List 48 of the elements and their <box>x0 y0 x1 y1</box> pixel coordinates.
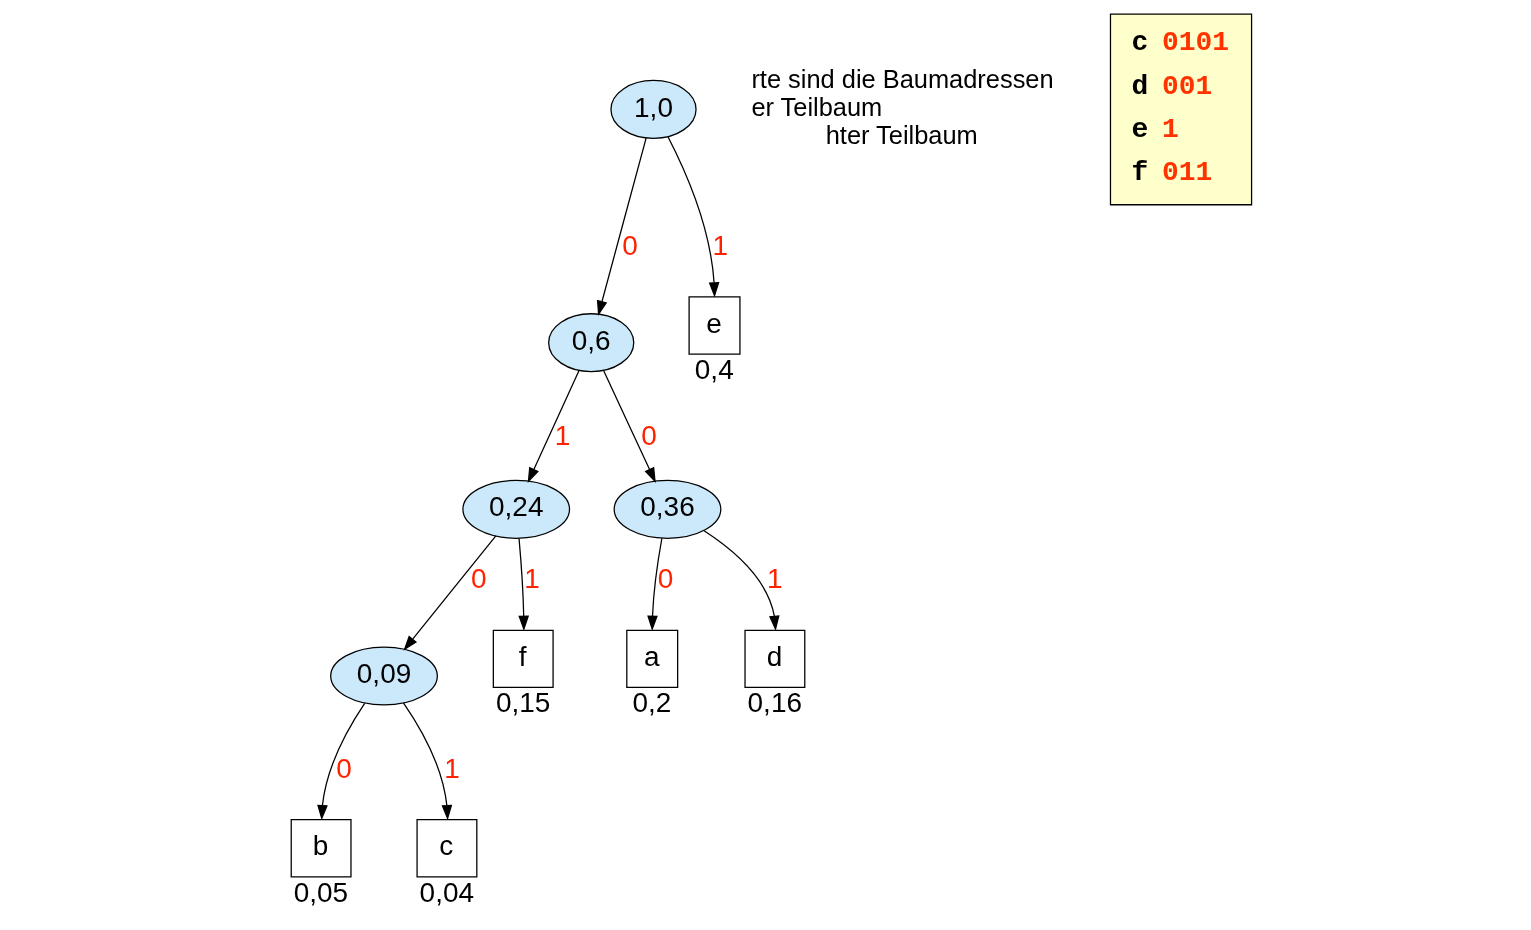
node-box: a <box>625 629 678 688</box>
node-box: c <box>415 818 477 877</box>
node-label: 0,05 <box>293 876 348 908</box>
label: c <box>1130 26 1148 58</box>
node-box: b <box>290 818 352 877</box>
edge-label: 0 <box>657 562 673 594</box>
node-label: 0,2 <box>632 686 671 718</box>
label: er Teilbaum <box>750 92 882 121</box>
node-ellipse: 1,0 <box>609 79 697 139</box>
edge-label: 0 <box>640 418 657 450</box>
label: 011 <box>1161 156 1212 188</box>
edge-label: 1 <box>523 562 540 594</box>
arrow <box>527 369 580 483</box>
label: e <box>1130 113 1148 145</box>
label: 001 <box>1161 70 1212 102</box>
arrow <box>402 701 452 820</box>
arrow <box>517 537 529 631</box>
label: 1 <box>1161 113 1179 145</box>
edge-label: 0 <box>335 752 352 784</box>
edge-label: 1 <box>766 562 783 594</box>
edge-label: 1 <box>554 418 570 450</box>
node-label: 0,04 <box>419 876 474 908</box>
arrow <box>602 369 656 483</box>
node-ellipse: 0,6 <box>547 312 634 372</box>
node-ellipse: 0,09 <box>329 645 438 706</box>
node-box: f <box>492 629 554 688</box>
arrow <box>316 702 365 820</box>
label: rte sind die Baumadressen <box>750 64 1054 93</box>
node-label: 0,16 <box>747 686 802 718</box>
edge-label: 1 <box>711 229 728 261</box>
node-ellipse: 0,36 <box>613 479 721 539</box>
node-box: e <box>687 295 741 355</box>
arrow <box>666 135 719 298</box>
arrow <box>702 529 780 631</box>
edge-label: 0 <box>470 562 486 594</box>
label: d <box>1130 70 1148 102</box>
arrow <box>596 136 647 316</box>
node-label: 0,4 <box>694 353 734 385</box>
arrow <box>402 534 496 651</box>
edge-label: 0 <box>621 229 638 261</box>
node-box: d <box>743 629 805 688</box>
node-label: 0,15 <box>495 686 550 718</box>
node-ellipse: 0,24 <box>461 479 570 539</box>
label: hter Teilbaum <box>825 120 978 149</box>
label: 0101 <box>1161 26 1229 58</box>
label: f <box>1130 156 1148 188</box>
arrow <box>646 537 663 631</box>
edge-label: 1 <box>443 752 460 784</box>
